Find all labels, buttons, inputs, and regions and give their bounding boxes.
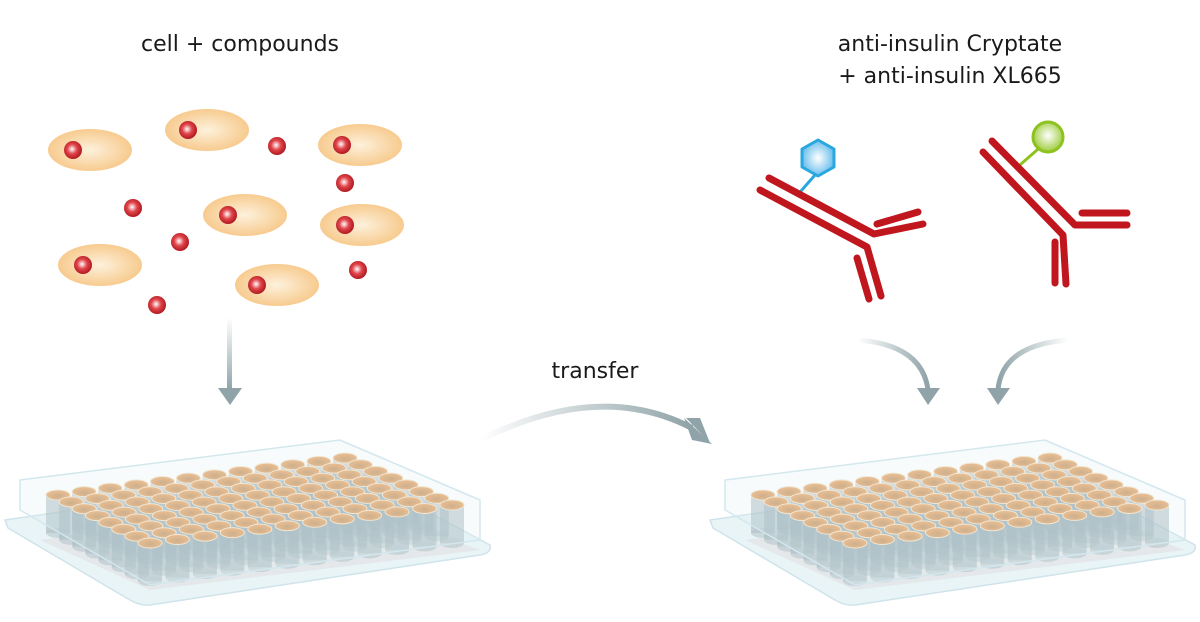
well bbox=[924, 527, 950, 576]
cell bbox=[48, 129, 132, 171]
well bbox=[412, 502, 438, 552]
well bbox=[384, 506, 410, 555]
plate-lid bbox=[724, 439, 1186, 586]
well bbox=[1089, 506, 1115, 555]
well bbox=[952, 523, 978, 573]
cell bbox=[235, 264, 319, 306]
compound-dot bbox=[268, 137, 286, 155]
plate-lid bbox=[19, 439, 481, 586]
compound-dot bbox=[248, 276, 266, 294]
compound-dot bbox=[148, 296, 166, 314]
microplate-right bbox=[708, 439, 1197, 606]
antibody-label-line1: anti-insulin Cryptate bbox=[837, 32, 1063, 57]
well bbox=[842, 537, 868, 586]
antibody-xl665 bbox=[979, 120, 1131, 288]
compound-dot bbox=[64, 141, 82, 159]
compound-dot bbox=[179, 121, 197, 139]
cell bbox=[203, 194, 287, 236]
compound-dot bbox=[124, 199, 142, 217]
well bbox=[274, 520, 300, 569]
compound-dot bbox=[336, 216, 354, 234]
down-arrow-left bbox=[218, 318, 242, 405]
well bbox=[357, 509, 383, 559]
cell bbox=[58, 244, 142, 286]
cells-group bbox=[48, 109, 404, 314]
compound-dot bbox=[171, 233, 189, 251]
compound-dot bbox=[349, 261, 367, 279]
well bbox=[979, 520, 1005, 569]
down-arrow-cryptate bbox=[857, 337, 940, 405]
compound-dot bbox=[74, 256, 92, 274]
well bbox=[1117, 502, 1143, 552]
microplate-left bbox=[3, 439, 492, 606]
well bbox=[869, 534, 895, 583]
compound-dot bbox=[333, 136, 351, 154]
well bbox=[1007, 516, 1033, 566]
well bbox=[1144, 499, 1170, 548]
compound-dot bbox=[219, 206, 237, 224]
well bbox=[329, 513, 355, 562]
antibody-cryptate bbox=[756, 138, 927, 303]
well bbox=[897, 530, 923, 580]
down-arrow-xl665 bbox=[987, 337, 1069, 405]
xl665-circle-icon bbox=[1031, 120, 1065, 154]
compound-dot bbox=[336, 174, 354, 192]
cryptate-hexagon-icon bbox=[800, 138, 836, 178]
cell bbox=[165, 109, 249, 151]
well bbox=[439, 499, 465, 548]
cell bbox=[318, 124, 402, 166]
antibody-label-line2: + anti-insulin XL665 bbox=[838, 64, 1062, 89]
transfer-label: transfer bbox=[551, 359, 639, 384]
well bbox=[302, 516, 328, 566]
well bbox=[219, 527, 245, 576]
transfer-arrow bbox=[478, 403, 712, 444]
cell bbox=[320, 204, 404, 246]
well bbox=[1034, 513, 1060, 562]
cell-compounds-label: cell + compounds bbox=[141, 32, 339, 57]
